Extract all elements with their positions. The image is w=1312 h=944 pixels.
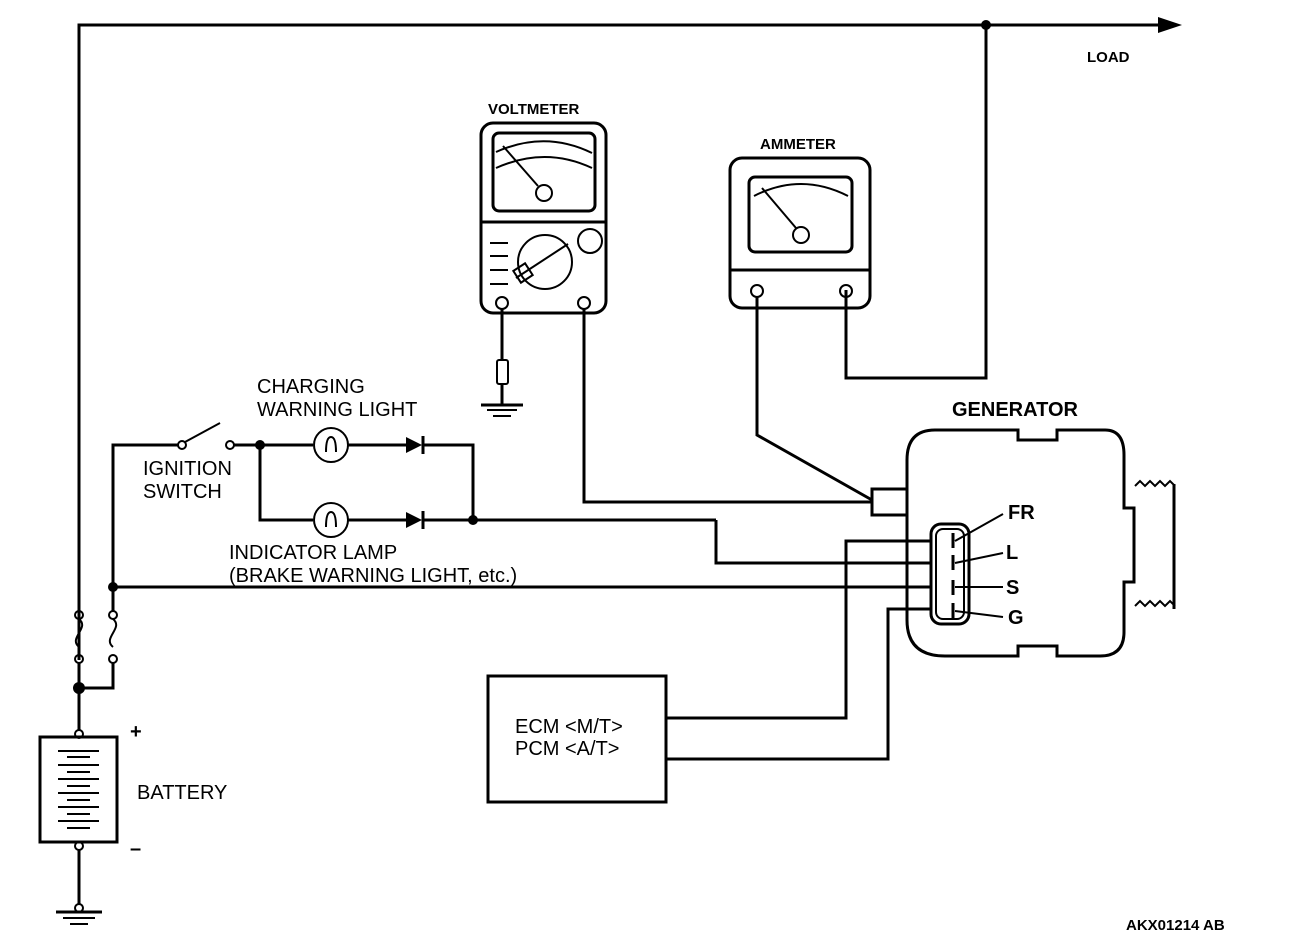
ground-icon [481,403,523,417]
battery-plus-label: + [130,721,142,743]
battery-label: BATTERY [137,782,227,804]
ignition-switch [111,422,265,586]
generator-label: GENERATOR [952,399,1078,421]
indicator-lamp-circuit [258,445,932,565]
ammeter-lead-wire [755,296,873,502]
ammeter-label: AMMETER [760,136,836,153]
terminal-g-label: G [1008,607,1024,629]
indicator-lamp-label-2: (BRAKE WARNING LIGHT, etc.) [229,565,517,587]
g-terminal-wire [666,607,932,761]
voltmeter: VOLTMETER [479,101,608,315]
terminal-fr-label: FR [1008,502,1035,524]
charging-warning-light-label-1: CHARGING [257,376,365,398]
charging-warning-light-circuit [260,427,475,520]
ecm-pcm-module: ECM <M/T> [486,674,668,804]
voltmeter-lead-wire [582,308,872,504]
junction-dot [468,515,478,525]
load-bus-wire [77,17,1182,660]
load-label: LOAD [1087,49,1130,66]
battery-icon [38,729,119,913]
diode-icon [406,437,422,453]
diode-icon [406,512,422,528]
battery-minus-label: – [130,838,141,860]
voltmeter-label: VOLTMETER [488,101,580,118]
load-arrow-icon [1158,17,1182,33]
ammeter-positive-terminal [839,284,853,298]
pcm-label: PCM <A/T> [515,738,619,760]
voltmeter-ground-lead [481,308,523,417]
figure-code: AKX01214 AB [1126,917,1225,934]
ground-icon [56,910,102,925]
voltmeter-negative-terminal [495,296,509,310]
generator-connector [929,522,971,626]
fr-terminal-wire [666,539,932,720]
terminal-l-label: L [1006,542,1018,564]
ammeter: AMMETER [728,136,872,310]
junction-dot [73,682,85,694]
ammeter-negative-terminal [750,284,764,298]
ecm-label: ECM <M/T> [515,716,623,738]
ignition-switch-label-2: SWITCH [143,481,222,503]
b-terminal [870,487,909,517]
terminal-s-label: S [1006,577,1019,599]
charging-warning-light-label-2: WARNING LIGHT [257,399,417,421]
lamp-icon [313,427,349,463]
generator [870,428,1176,658]
ignition-switch-label-1: IGNITION [143,458,232,480]
indicator-lamp-label-1: INDICATOR LAMP [229,542,397,564]
lamp-icon [313,502,349,538]
voltmeter-positive-terminal [577,296,591,310]
fuse-icon [79,587,118,690]
